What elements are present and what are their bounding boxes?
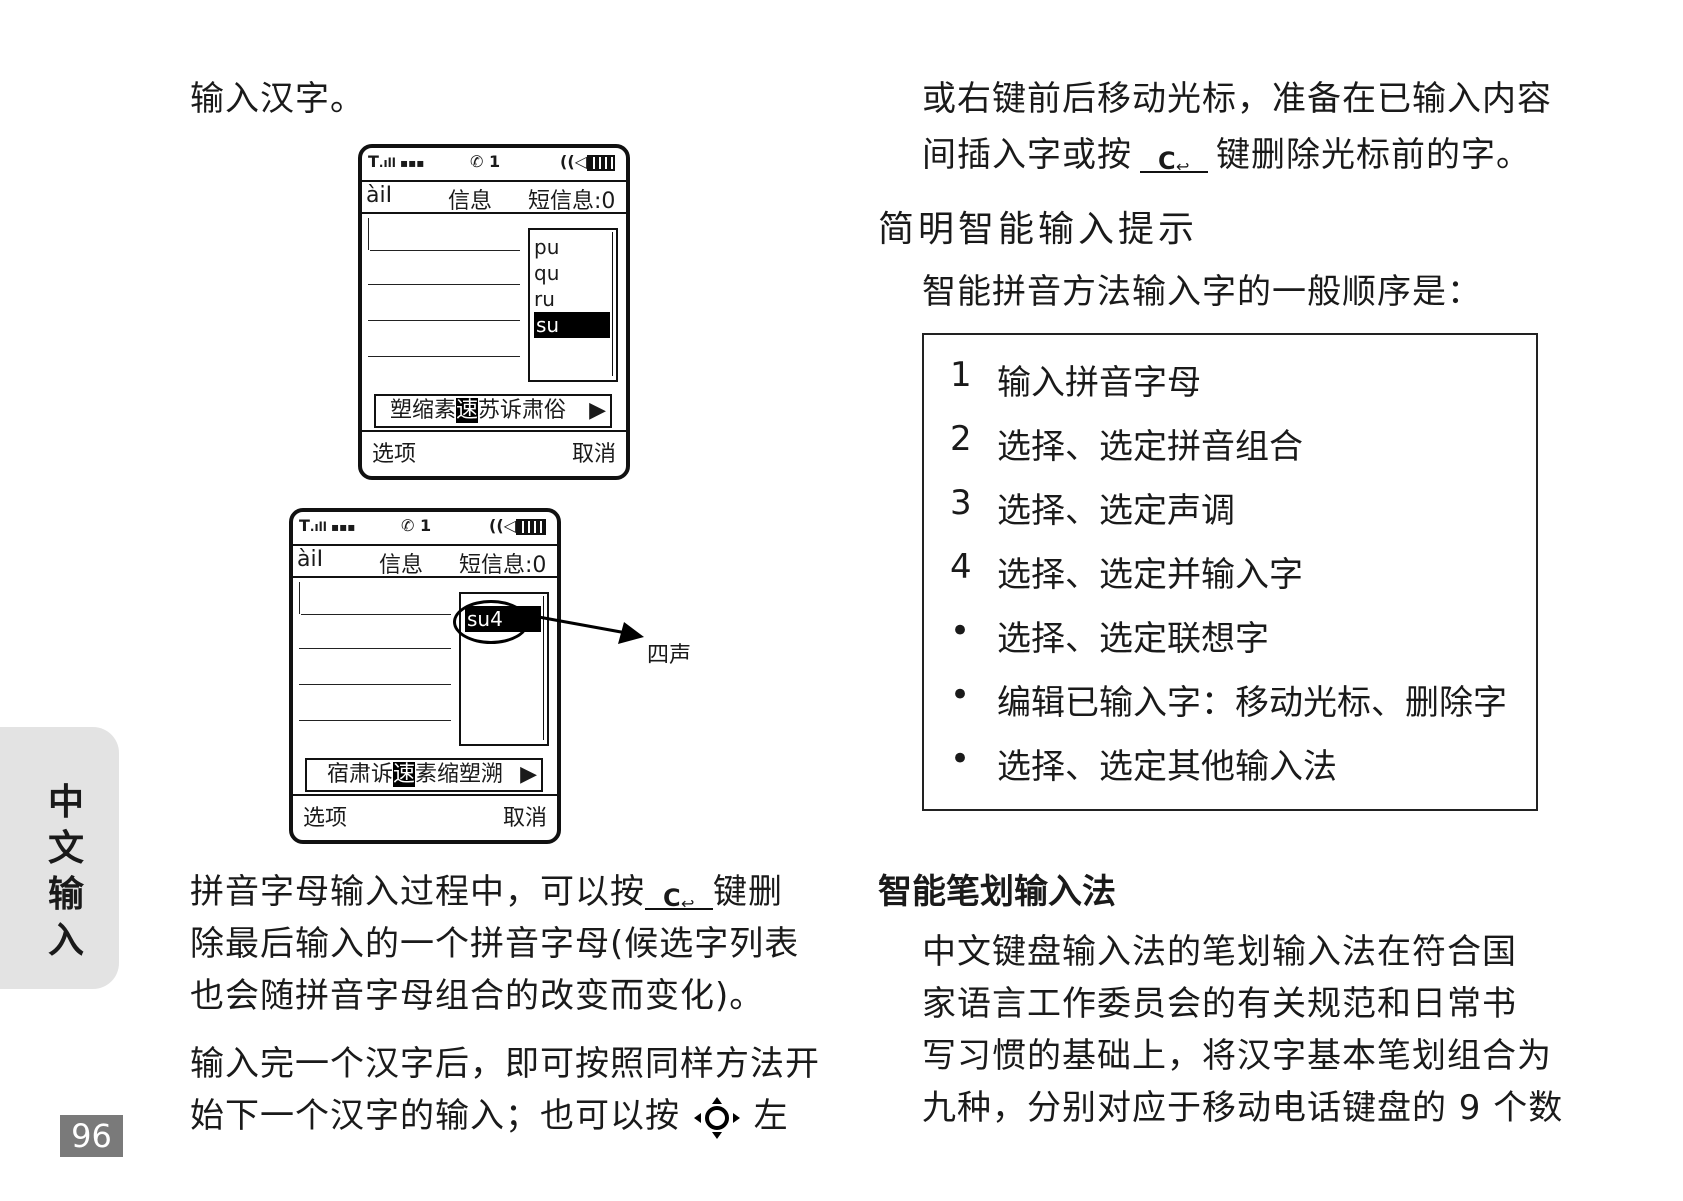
phone-screen-1: T.ıll ▪▪▪ ✆ 1 ((◁ àiⅠ 信息 短信息:0 pu qu ru … xyxy=(358,144,630,480)
candidate-selected[interactable]: 速 xyxy=(456,398,479,423)
signal-icon: T.ıll ▪▪▪ xyxy=(299,516,356,535)
pinyin-option[interactable]: pu xyxy=(534,235,560,259)
call-status-icon: ✆ 1 xyxy=(470,152,501,171)
candidate-bar[interactable]: 宿肃诉速素缩塑溯 ▶ xyxy=(305,758,543,792)
arrow-right-icon[interactable]: ▶ xyxy=(589,398,606,423)
softkey-left[interactable]: 选项 xyxy=(372,442,417,467)
left-para2-line2: 始下一个汉字的输入；也可以按 左 xyxy=(190,1090,789,1142)
side-tab-char: 文 xyxy=(48,828,85,869)
status-bar: T.ıll ▪▪▪ ✆ 1 ((◁ xyxy=(362,148,626,182)
phone-screen-2: T.ıll ▪▪▪ ✆ 1 ((◁ àiⅠ 信息 短信息:0 su4 宿肃诉速素… xyxy=(289,508,561,844)
highlight-ellipse xyxy=(453,600,529,644)
left-para1-line2: 除最后输入的一个拼音字母(候选字列表 xyxy=(190,924,800,964)
candidate-before: 宿肃诉 xyxy=(327,762,394,787)
candidate-before: 塑缩素 xyxy=(390,398,457,423)
annotation-label: 四声 xyxy=(647,643,692,668)
side-tab-char: 入 xyxy=(48,920,85,961)
battery-icon: ((◁ xyxy=(489,516,546,535)
battery-icon: ((◁ xyxy=(560,152,615,171)
right-top-line1: 或右键前后移动光标，准备在已输入内容 xyxy=(922,79,1552,119)
intro-text: 智能拼音方法输入字的一般顺序是： xyxy=(922,272,1482,312)
softkey-left[interactable]: 选项 xyxy=(303,806,348,831)
title-center: 信息 xyxy=(448,189,493,214)
call-status-icon: ✆ 1 xyxy=(401,516,432,535)
side-tab-char: 输 xyxy=(48,874,85,915)
left-top-text: 输入汉字。 xyxy=(190,79,365,119)
side-tab: 中 文 输 入 xyxy=(0,727,119,989)
candidate-after: 素缩塑溯 xyxy=(415,762,504,787)
softkey-right[interactable]: 取消 xyxy=(571,442,616,467)
title-center: 信息 xyxy=(379,553,424,578)
input-mode-icon: àiⅠ xyxy=(366,183,393,208)
right-para-line3: 写习惯的基础上，将汉字基本笔划组合为 xyxy=(922,1036,1552,1076)
left-para1-line3: 也会随拼音字母组合的改变而变化)。 xyxy=(190,976,765,1016)
title-bar: àiⅠ 信息 短信息:0 xyxy=(362,182,626,214)
softkey-right[interactable]: 取消 xyxy=(502,806,547,831)
right-para-line2: 家语言工作委员会的有关规范和日常书 xyxy=(922,984,1517,1024)
pinyin-option[interactable]: qu xyxy=(534,261,560,285)
navigation-key-icon xyxy=(693,1096,740,1139)
title-right: 短信息:0 xyxy=(528,189,616,214)
input-mode-icon: àiⅠ xyxy=(297,547,324,572)
status-bar: T.ıll ▪▪▪ ✆ 1 ((◁ xyxy=(293,512,557,546)
heading-smart-input-tips: 简明智能输入提示 xyxy=(878,209,1199,250)
pinyin-option[interactable]: ru xyxy=(534,287,555,311)
side-tab-char: 中 xyxy=(48,782,85,823)
right-para-line4: 九种，分别对应于移动电话键盘的 9 个数 xyxy=(922,1088,1564,1128)
heading-stroke-input: 智能笔划输入法 xyxy=(878,872,1116,912)
annotation-arrow xyxy=(521,612,644,644)
pinyin-list[interactable]: pu qu ru su xyxy=(528,228,618,382)
candidate-bar[interactable]: 塑缩素速苏诉肃俗 ▶ xyxy=(374,394,612,428)
title-right: 短信息:0 xyxy=(459,553,547,578)
candidate-after: 苏诉肃俗 xyxy=(478,398,567,423)
signal-icon: T.ıll ▪▪▪ xyxy=(368,152,425,171)
title-bar: àiⅠ 信息 短信息:0 xyxy=(293,546,557,578)
pinyin-option-selected[interactable]: su xyxy=(534,312,610,338)
right-para-line1: 中文键盘输入法的笔划输入法在符合国 xyxy=(922,932,1517,972)
left-para2-line1: 输入完一个汉字后，即可按照同样方法开 xyxy=(190,1044,820,1084)
clear-key-icon: C↩ xyxy=(1140,137,1208,177)
candidate-selected[interactable]: 速 xyxy=(393,762,416,787)
page-number: 96 xyxy=(60,1115,123,1157)
arrow-right-icon[interactable]: ▶ xyxy=(520,762,537,787)
clear-key-icon: C↩ xyxy=(645,874,713,914)
